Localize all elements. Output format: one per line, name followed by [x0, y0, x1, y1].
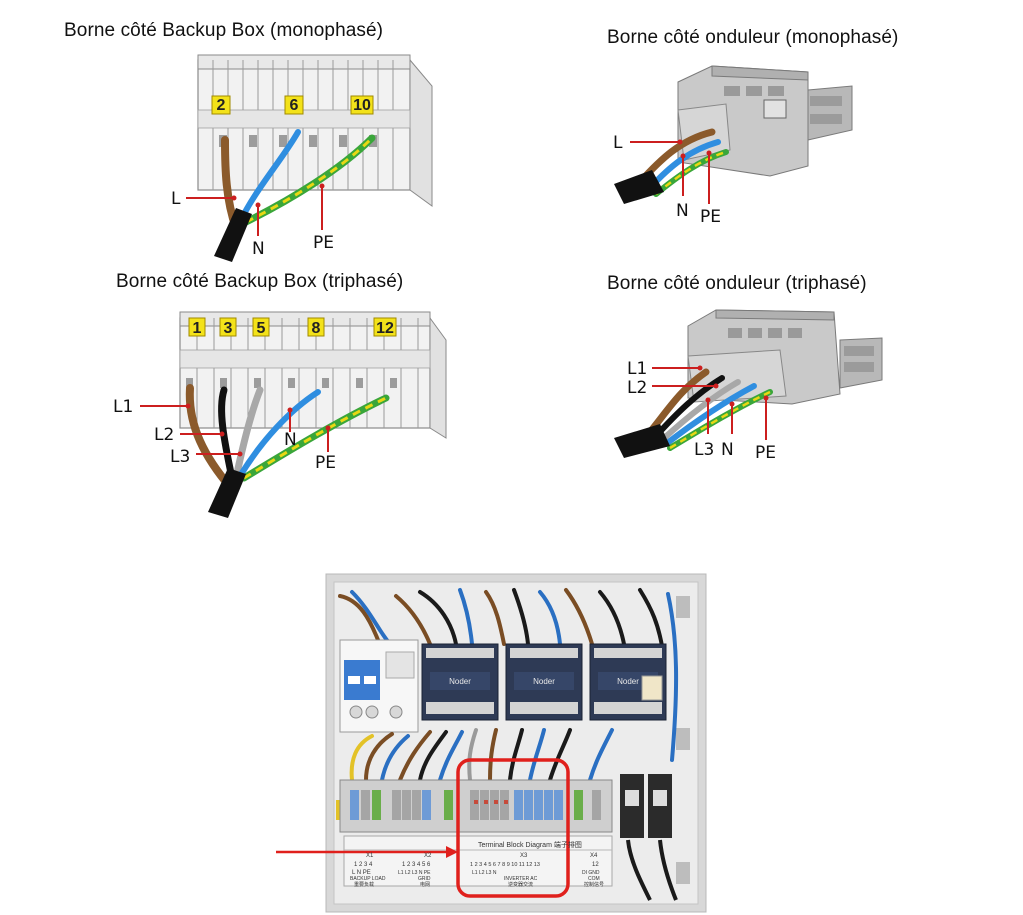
group-x1-nums: 1 2 3 4	[354, 862, 373, 868]
inv-mono-label-L: L	[613, 133, 623, 153]
circuit-breaker	[339, 639, 419, 733]
bb-tri-label-L3: L3	[170, 447, 190, 467]
backupbox-tri-markers	[188, 317, 397, 337]
bb-tri-terminal-12: 12	[376, 320, 394, 337]
inv-mono-label-N: N	[676, 201, 689, 221]
right-side-modules	[620, 774, 678, 901]
pointer-arrow-head	[446, 846, 458, 858]
bb-mono-label-N: N	[252, 239, 265, 259]
contactor-3-brand: Noder	[617, 677, 639, 686]
inv-mono-label-PE: PE	[700, 207, 721, 227]
group-x4-caption2: 控制信号	[584, 881, 604, 888]
bb-tri-label-L2: L2	[154, 425, 174, 445]
backupbox-mono-markers	[211, 95, 374, 115]
inv-tri-label-PE: PE	[755, 443, 776, 463]
terminal-rail	[339, 779, 613, 833]
group-x1-id: X1	[366, 853, 374, 859]
group-x2-nums: 1 2 3 4 5 6	[402, 862, 431, 868]
group-x2-id: X2	[424, 853, 432, 859]
bb-mono-terminal-2: 2	[217, 97, 226, 114]
inverter-tri-connector	[687, 309, 883, 405]
group-x4-sub: DI GND	[582, 870, 600, 876]
bb-tri-terminal-1: 1	[193, 320, 202, 337]
inverter-mono-connector	[677, 65, 853, 177]
contactor-2-brand: Noder	[533, 677, 555, 686]
bb-tri-terminal-8: 8	[312, 320, 321, 337]
middle-wires	[349, 728, 614, 782]
title-inverter-tri: Borne côté onduleur (triphasé)	[607, 273, 867, 294]
bb-mono-label-L: L	[171, 189, 181, 209]
bb-mono-label-PE: PE	[313, 233, 334, 253]
terminal-diagram-title: Terminal Block Diagram 端子排图	[478, 840, 582, 849]
bb-tri-terminal-3: 3	[224, 320, 233, 337]
title-backupbox-tri: Borne côté Backup Box (triphasé)	[116, 271, 404, 292]
title-backupbox-mono: Borne côté Backup Box (monophasé)	[64, 20, 384, 41]
group-x4-nums: 12	[592, 862, 599, 868]
bb-tri-terminal-5: 5	[257, 320, 266, 337]
contactor-1	[421, 643, 499, 721]
bb-mono-terminal-6: 6	[290, 97, 299, 114]
group-x4-id: X4	[590, 853, 598, 859]
group-x3-sub: L1 L2 L3 N	[472, 870, 497, 876]
bb-mono-terminal-10: 10	[353, 97, 371, 114]
inv-tri-label-L1: L1	[627, 359, 647, 379]
top-wires	[338, 588, 679, 762]
contactor-1-brand: Noder	[449, 677, 471, 686]
bb-tri-label-L1: L1	[113, 397, 133, 417]
bb-tri-label-PE: PE	[315, 453, 336, 473]
highlight-box-x3	[456, 758, 570, 898]
group-x3-caption2: 逆变器交流	[508, 881, 533, 888]
group-x2-caption: GRID	[418, 876, 431, 882]
contactor-2	[505, 643, 583, 721]
group-x4-caption: COM	[588, 876, 600, 882]
inv-tri-label-L2: L2	[627, 378, 647, 398]
group-x1-caption: BACKUP LOAD	[350, 876, 386, 882]
group-x2-sub: L1 L2 L3 N PE	[398, 870, 431, 876]
inv-tri-label-L3: L3	[694, 440, 714, 460]
group-x2-caption2: 电网	[420, 881, 430, 888]
contactor-3	[589, 643, 667, 721]
group-x1-sub: L N PE	[352, 870, 371, 876]
inv-tri-label-N: N	[721, 440, 734, 460]
group-x3-id: X3	[520, 853, 528, 859]
group-x3-caption: INVERTER AC	[504, 876, 538, 882]
group-x1-caption2: 重要负载	[354, 881, 374, 888]
group-x3-nums: 1 2 3 4 5 6 7 8 9 10 11 12 13	[470, 862, 540, 868]
bb-tri-label-N: N	[284, 430, 297, 450]
title-inverter-mono: Borne côté onduleur (monophasé)	[607, 27, 899, 48]
